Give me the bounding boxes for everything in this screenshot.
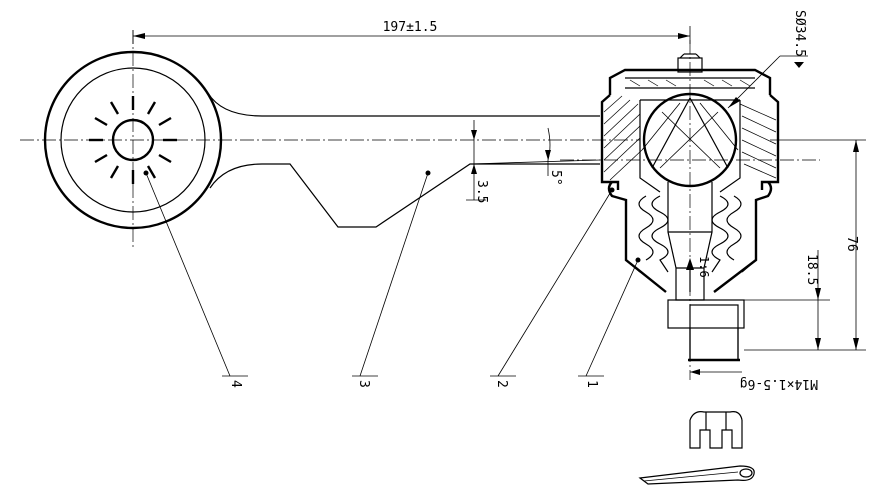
housing-hatch — [603, 79, 777, 181]
radial-slots — [89, 96, 177, 184]
angle-label: 5° — [548, 170, 563, 186]
sphere-label: SØ34.5 — [792, 10, 807, 57]
eye-end — [43, 50, 223, 230]
rubber-boot — [607, 181, 773, 293]
callout-4: 4 — [228, 380, 243, 388]
ball-stud — [641, 92, 745, 362]
castle-nut — [689, 411, 743, 449]
housing — [600, 53, 780, 193]
callout-1: 1 — [584, 380, 599, 388]
dimension-height: 76 — [744, 139, 866, 351]
cotter-pin — [638, 465, 755, 485]
dimension-length: 197±1.5 — [132, 20, 691, 44]
taper-label: 1:6 — [697, 256, 711, 278]
dimension-angle: 5° — [545, 127, 563, 186]
dimension-offset: 3.5 — [466, 120, 489, 203]
thread-label: M14×1.5-6g — [740, 376, 818, 391]
center-lines — [20, 30, 820, 380]
dimension-sphere: SØ34.5 — [727, 10, 808, 109]
callout-lines — [143, 170, 641, 377]
callout-2: 2 — [494, 380, 509, 388]
height-label: 76 — [844, 236, 859, 252]
taper-height-label: 18.5 — [804, 254, 819, 285]
arm — [207, 92, 601, 228]
offset-label: 3.5 — [474, 180, 489, 203]
callout-3: 3 — [356, 380, 371, 388]
dimension-taper-height: 18.5 — [744, 250, 830, 350]
dimension-thread: M14×1.5-6g — [690, 369, 818, 391]
length-label: 197±1.5 — [383, 20, 438, 35]
